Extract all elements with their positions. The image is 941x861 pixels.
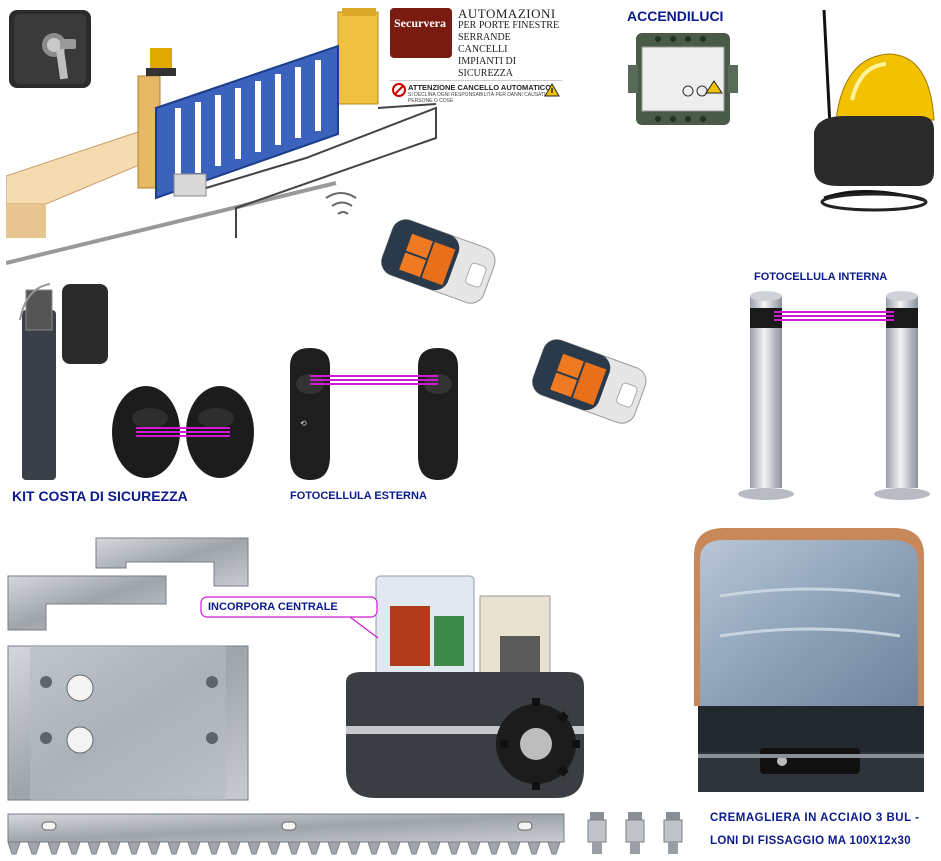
gate-motor-covered (690, 526, 930, 800)
brand-line-4: IMPIANTI DI SICUREZZA (458, 56, 517, 79)
incorpora-centrale-callout: INCORPORA CENTRALE (200, 596, 380, 640)
remote-control-1 (374, 210, 500, 314)
mounting-brackets (6, 536, 252, 632)
no-entry-icon (392, 83, 406, 97)
fotocellula-interna-label: FOTOCELLULA INTERNA (754, 271, 888, 283)
cremagliera-label-line1: CREMAGLIERA IN ACCIAIO 3 BUL - (710, 812, 920, 824)
fotocellula-esterna-label: FOTOCELLULA ESTERNA (290, 490, 427, 502)
sliding-gate-illustration (5, 8, 446, 270)
remote-control-2 (525, 330, 651, 434)
key-selector-switch (8, 9, 92, 89)
mounting-plate (6, 644, 250, 802)
brand-line-2: PER PORTE FINESTRE (458, 20, 560, 31)
fixing-bolts (584, 810, 688, 856)
brand-line-1: AUTOMAZIONI (458, 6, 556, 21)
accendiluci-label: ACCENDILUCI (627, 8, 724, 24)
safety-edge-kit (6, 280, 114, 480)
gear-rack (6, 810, 566, 856)
brand-logo: Securvera (390, 8, 452, 58)
external-photocell-pair: ⟲ (286, 346, 462, 482)
warning-triangle-icon (544, 83, 560, 97)
brand-block: Securvera AUTOMAZIONI PER PORTE FINESTRE… (390, 6, 562, 104)
gate-motor-with-board (340, 566, 590, 804)
flashing-lamp (808, 8, 938, 214)
photocell-pair-round (110, 384, 256, 480)
brand-line-3: SERRANDE CANCELLI (458, 32, 511, 55)
brand-slogan: AUTOMAZIONI PER PORTE FINESTRE SERRANDE … (458, 6, 562, 80)
kit-costa-label: KIT COSTA DI SICUREZZA (12, 488, 188, 504)
cremagliera-label-line2: LONI DI FISSAGGIO MA 100X12x30 (710, 835, 911, 847)
incorpora-centrale-label: INCORPORA CENTRALE (208, 601, 338, 613)
warning-subtext: SI DECLINA OGNI RESPONSABILITÀ PER DANNI… (408, 92, 550, 104)
brand-logo-text: Securvera (394, 16, 446, 30)
warning-sign: ATTENZIONE CANCELLO AUTOMATICO SI DECLIN… (390, 80, 562, 104)
internal-photocell-columns (734, 290, 934, 502)
warning-text: ATTENZIONE CANCELLO AUTOMATICO (408, 83, 552, 92)
svg-text:⟲: ⟲ (300, 419, 307, 428)
light-switch-module (628, 29, 738, 129)
